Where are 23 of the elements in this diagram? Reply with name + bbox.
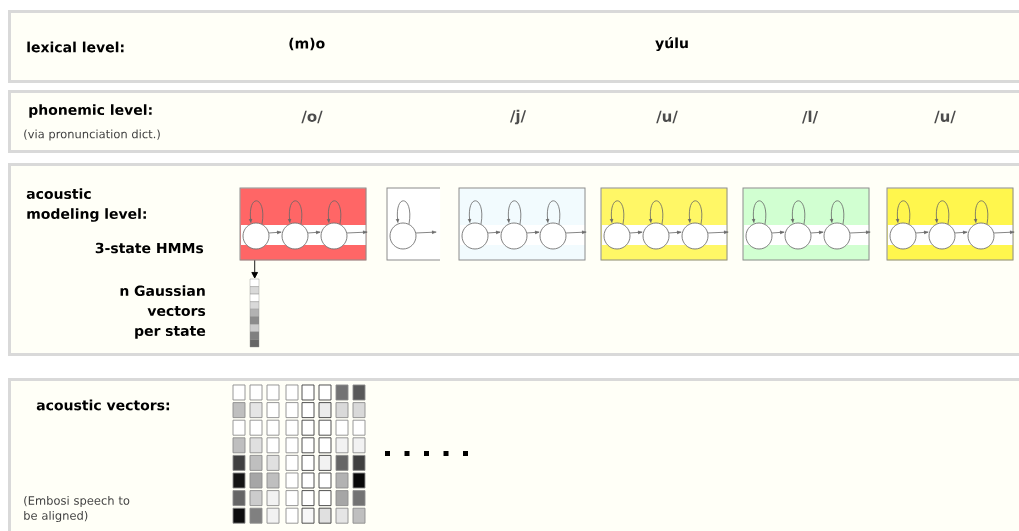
- level-label: lexical level:: [27, 41, 124, 53]
- arrow: [251, 259, 259, 279]
- note-text: (Embosi speech to be aligned): [24, 495, 130, 523]
- hmm-drawing: [458, 187, 587, 261]
- level-label: n Gaussian vectors per state: [120, 285, 206, 339]
- hmm-drawing: [742, 187, 871, 261]
- hmm-drawing: [886, 187, 1015, 261]
- phoneme-label: /j/: [509, 109, 527, 125]
- phoneme-label: /o/: [301, 110, 323, 124]
- phoneme-label: /u/: [934, 110, 956, 124]
- level-label: 3-state HMMs: [95, 242, 204, 254]
- word-label: (m)o: [289, 37, 325, 51]
- note-text: (via pronunciation dict.): [24, 129, 160, 141]
- level-label: phonemic level:: [29, 104, 152, 118]
- hmm-drawing: [239, 187, 368, 261]
- level-label: acoustic modeling level:: [26, 188, 146, 222]
- word-label: yúlu: [655, 36, 688, 52]
- level-label: acoustic vectors:: [36, 399, 170, 411]
- hmm-drawing: [600, 187, 729, 261]
- phoneme-label: /l/: [801, 110, 819, 124]
- gaussian-vector-drawing: [249, 278, 260, 348]
- phoneme-label: /u/: [656, 110, 678, 124]
- hmm-drawing: [386, 187, 441, 261]
